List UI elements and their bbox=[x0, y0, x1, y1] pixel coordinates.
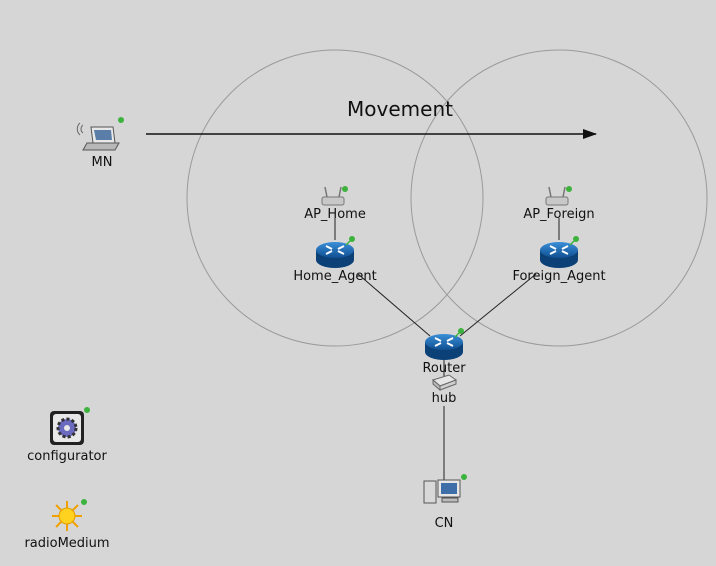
foreign-range-circle bbox=[410, 49, 708, 347]
link-foreign-agent-router bbox=[459, 273, 537, 337]
router-icon[interactable] bbox=[424, 327, 465, 361]
configurator-label: configurator bbox=[27, 449, 107, 464]
ap-home-icon[interactable] bbox=[321, 185, 349, 206]
foreign-agent-router-icon[interactable] bbox=[539, 235, 580, 269]
hub-label: hub bbox=[431, 391, 457, 406]
cn-label: CN bbox=[434, 516, 454, 531]
ap-foreign-icon[interactable] bbox=[545, 185, 573, 206]
gear-icon[interactable] bbox=[50, 407, 90, 445]
ap-home-label: AP_Home bbox=[304, 207, 366, 222]
laptop-icon[interactable] bbox=[76, 117, 124, 151]
foreign-agent-label: Foreign_Agent bbox=[512, 269, 606, 284]
sun-icon[interactable] bbox=[52, 499, 87, 531]
home-agent-router-icon[interactable] bbox=[315, 235, 356, 269]
link-home-agent-router bbox=[357, 273, 431, 337]
radio-medium-label: radioMedium bbox=[24, 536, 110, 551]
home-agent-label: Home_Agent bbox=[293, 269, 377, 284]
movement-label: Movement bbox=[347, 97, 453, 121]
home-range-circle bbox=[186, 49, 484, 347]
mn-label: MN bbox=[91, 155, 113, 170]
router-label: Router bbox=[422, 361, 466, 376]
computer-icon[interactable] bbox=[423, 474, 467, 504]
hub-icon[interactable] bbox=[431, 374, 458, 392]
ap-foreign-label: AP_Foreign bbox=[523, 207, 595, 222]
